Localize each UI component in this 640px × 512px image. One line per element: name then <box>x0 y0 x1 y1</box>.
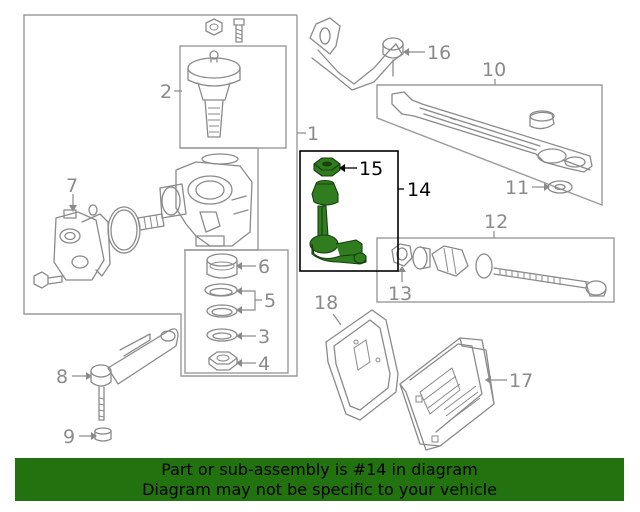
tie-rod-group: 12 13 <box>376 211 615 305</box>
tie-rod-end-box <box>299 150 399 272</box>
callout-12: 12 <box>484 211 508 233</box>
callout-2: 2 <box>160 81 172 103</box>
pitman-arm-part <box>90 328 179 421</box>
tie-rod-end-body <box>309 205 367 265</box>
nut-part <box>208 351 238 371</box>
callout-7: 7 <box>66 175 78 197</box>
gear-housing-part <box>137 153 253 247</box>
idler-arm-part <box>309 17 404 91</box>
callout-10: 10 <box>482 59 506 81</box>
callout-3: 3 <box>258 326 270 348</box>
gasket-part <box>325 309 399 421</box>
callout-5: 5 <box>264 290 276 312</box>
relay-rod-group: 10 11 <box>376 59 603 207</box>
banner-line-2: Diagram may not be specific to your vehi… <box>142 479 497 499</box>
gear-assembly-group: 1 2 <box>23 14 319 377</box>
control-module-part <box>399 337 495 451</box>
callout-1: 1 <box>307 123 319 145</box>
callout-9: 9 <box>63 426 75 448</box>
banner-line-1: Part or sub-assembly is #14 in diagram <box>161 459 478 479</box>
gear-assembly-box <box>23 14 298 377</box>
valve-shaft-part <box>187 50 241 138</box>
seal-parts <box>204 283 238 318</box>
relay-rod-box <box>376 84 603 207</box>
callout-15: 15 <box>359 158 383 180</box>
tie-rod-end-group: 14 15 <box>299 150 431 272</box>
callout-14: 14 <box>407 179 431 201</box>
washer-part <box>206 328 238 342</box>
info-banner: Part or sub-assembly is #14 in diagram D… <box>15 458 624 501</box>
tie-rod-box <box>376 237 615 303</box>
callout-17: 17 <box>509 370 533 392</box>
callout-8: 8 <box>56 366 68 388</box>
callout-16: 16 <box>427 42 451 64</box>
tie-rod-end-boot <box>311 179 339 206</box>
callout-13: 13 <box>388 283 412 305</box>
callout-6: 6 <box>258 256 270 278</box>
cap-part <box>94 427 112 442</box>
callout-4: 4 <box>258 353 270 375</box>
seal-kit-subassembly-box <box>184 249 289 374</box>
bearing-part <box>206 253 238 279</box>
tie-rod-end-nut <box>313 157 341 177</box>
top-nut-and-bolt <box>205 18 245 43</box>
callout-18: 18 <box>314 292 338 314</box>
pump-part <box>33 204 141 289</box>
callout-11: 11 <box>505 177 529 199</box>
